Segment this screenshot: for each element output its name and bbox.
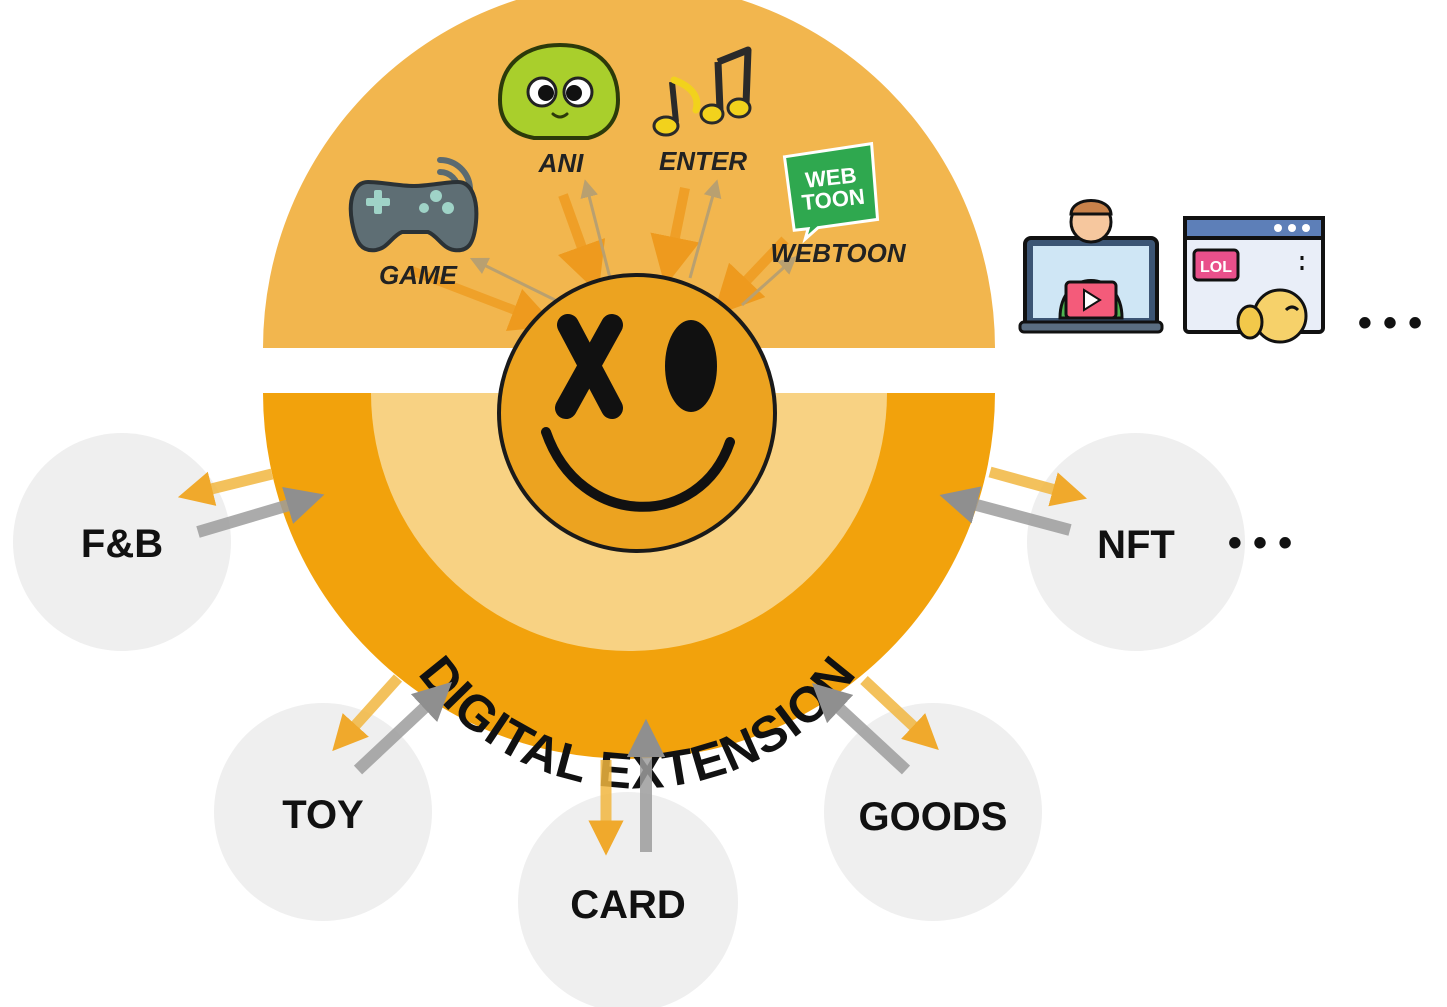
upper-half-disc [263, 0, 995, 348]
webtoon-logo-icon: WEB TOON [782, 141, 880, 244]
node-toy-label: TOY [282, 793, 364, 837]
webtoon-label: WEBTOON [770, 238, 907, 268]
media-arrows [408, 179, 797, 331]
node-circle [518, 792, 738, 1007]
lol-browser-icon: LOL [1183, 216, 1325, 344]
game-label: GAME [379, 260, 458, 290]
node-fb-label: F&B [81, 522, 163, 566]
enter-label: ENTER [659, 146, 747, 176]
media-webtoon: WEB TOON WEBTOON [770, 141, 907, 268]
svg-text:WEB: WEB [804, 162, 858, 192]
nodes-more: • • • [1228, 521, 1292, 565]
media-game: GAME [348, 156, 479, 290]
node-goods-label: GOODS [859, 795, 1008, 839]
extra-media: LOL • • • [1018, 199, 1422, 345]
gamepad-icon [348, 156, 479, 253]
smiley-x-eye-icon [497, 273, 777, 553]
node-goods [824, 703, 1042, 921]
extra-media-more: • • • [1358, 301, 1422, 345]
cartoon-face-icon [497, 42, 621, 140]
node-circle [824, 703, 1042, 921]
node-card [518, 792, 738, 1007]
node-circle [13, 433, 231, 651]
svg-text:LOL: LOL [1200, 259, 1232, 276]
node-nft-label: NFT [1097, 523, 1175, 567]
ani-label: ANI [538, 148, 585, 178]
node-arrows [177, 466, 1087, 856]
media-enter: ENTER [652, 46, 752, 176]
node-fb [13, 433, 231, 651]
music-notes-icon [652, 46, 752, 137]
streamer-laptop-icon [1018, 199, 1164, 334]
node-card-label: CARD [570, 883, 686, 927]
media-ani: ANI [497, 42, 621, 178]
